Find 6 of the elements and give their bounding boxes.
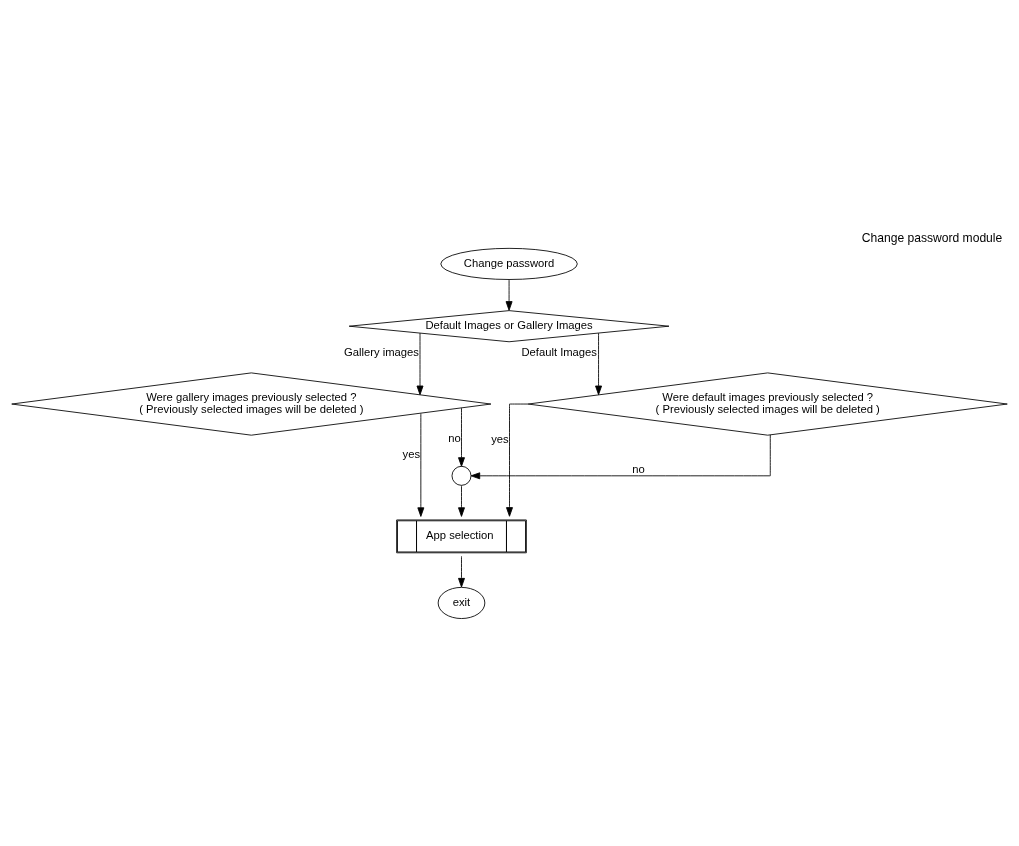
edge-label: no bbox=[632, 462, 645, 475]
edge-label: yes bbox=[402, 447, 421, 460]
edge-label: Default Images bbox=[521, 345, 597, 358]
edge-label: Gallery images bbox=[344, 345, 419, 358]
diagram-title: Change password module bbox=[861, 230, 1003, 245]
edge-label: yes bbox=[491, 432, 509, 445]
